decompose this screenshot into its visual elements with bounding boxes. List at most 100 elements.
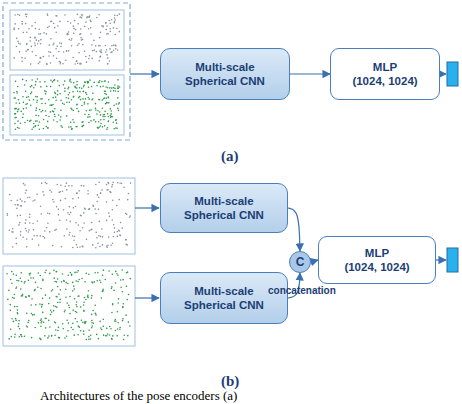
point <box>16 38 18 40</box>
point <box>51 335 53 337</box>
point <box>55 93 57 95</box>
point <box>44 318 46 320</box>
point <box>78 190 80 192</box>
point <box>31 313 33 315</box>
point <box>15 102 17 104</box>
point <box>43 321 45 323</box>
point <box>18 127 20 129</box>
point <box>41 103 43 105</box>
point <box>41 213 43 215</box>
point <box>76 301 78 303</box>
point <box>88 114 90 116</box>
point <box>25 190 27 192</box>
point <box>83 310 85 312</box>
point <box>73 285 75 287</box>
point <box>111 338 113 340</box>
point <box>91 229 93 231</box>
point <box>89 79 91 81</box>
point <box>119 234 121 236</box>
point <box>16 208 18 210</box>
point <box>103 269 105 271</box>
point <box>63 209 65 211</box>
point <box>17 40 19 42</box>
point <box>26 43 28 45</box>
point <box>40 275 42 277</box>
point <box>16 286 18 288</box>
point <box>88 58 90 60</box>
point <box>65 282 67 284</box>
point <box>14 336 16 338</box>
point <box>77 281 79 283</box>
point <box>62 63 64 65</box>
point <box>57 25 59 27</box>
point <box>46 227 48 229</box>
point <box>69 80 71 82</box>
group-frame <box>3 3 130 140</box>
point <box>38 115 40 117</box>
point <box>85 21 87 23</box>
point <box>55 271 57 273</box>
point <box>89 208 91 210</box>
point <box>89 55 91 57</box>
point <box>26 16 28 18</box>
point <box>79 326 81 328</box>
point <box>109 326 111 328</box>
point <box>15 117 17 119</box>
point <box>108 270 110 272</box>
point <box>91 295 93 297</box>
point <box>17 313 19 315</box>
point <box>39 81 41 83</box>
point <box>26 325 28 327</box>
point <box>69 92 71 94</box>
point <box>81 185 83 187</box>
point <box>14 204 16 206</box>
point <box>94 208 96 210</box>
point <box>54 334 56 336</box>
point <box>30 63 32 65</box>
point <box>58 214 60 216</box>
point <box>10 279 12 281</box>
point <box>80 99 82 101</box>
point <box>102 291 104 293</box>
point <box>22 236 24 238</box>
point <box>53 305 55 307</box>
point <box>67 275 69 277</box>
point <box>31 238 33 240</box>
point <box>29 40 31 42</box>
point <box>115 320 117 322</box>
point <box>95 313 97 315</box>
point <box>122 291 124 293</box>
point <box>59 299 61 301</box>
point <box>82 121 84 123</box>
point <box>73 110 75 112</box>
point <box>28 280 30 282</box>
point <box>49 190 51 192</box>
point <box>15 318 17 320</box>
point <box>81 105 83 107</box>
point <box>99 45 101 47</box>
point <box>70 327 72 329</box>
point <box>69 102 71 104</box>
point <box>54 27 56 29</box>
point <box>115 45 117 47</box>
point <box>69 307 71 309</box>
point <box>117 182 119 184</box>
point <box>106 184 108 186</box>
point <box>103 334 105 336</box>
point <box>82 98 84 100</box>
point <box>67 88 69 90</box>
point <box>75 304 77 306</box>
point <box>104 93 106 95</box>
point <box>14 294 16 296</box>
point <box>65 198 67 200</box>
point <box>33 314 35 316</box>
point <box>105 22 107 24</box>
point <box>43 119 45 121</box>
point <box>88 122 90 124</box>
point <box>53 119 55 121</box>
point <box>67 33 69 35</box>
point <box>38 244 40 246</box>
point <box>113 290 115 292</box>
point <box>23 32 25 34</box>
point <box>40 57 42 59</box>
